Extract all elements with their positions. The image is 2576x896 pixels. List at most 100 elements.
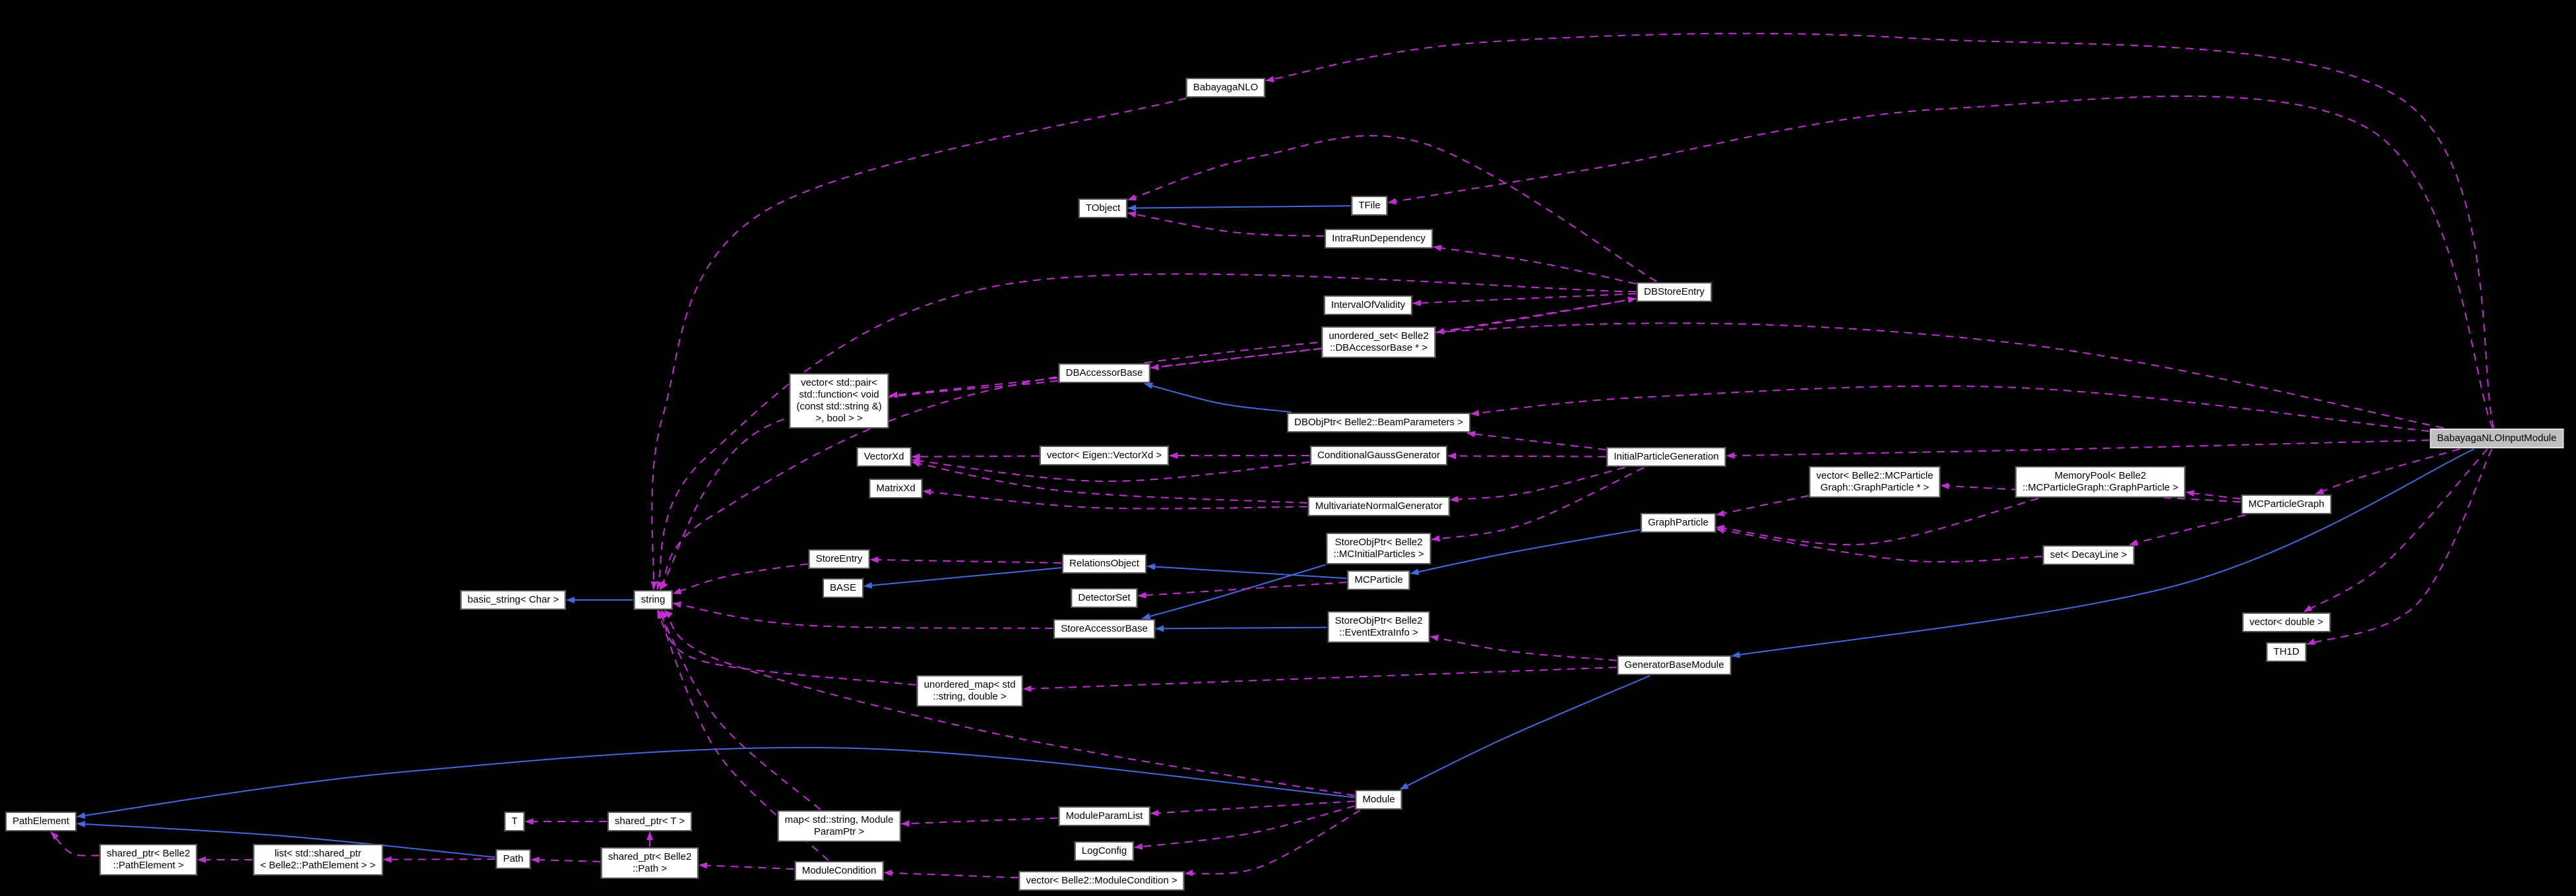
- edge-initialpgen-dbobjptr_beam: [1466, 431, 1606, 451]
- class-node-uset_dba[interactable]: unordered_set< Belle2::DBAccessorBase * …: [1321, 326, 1436, 358]
- edge-storeaccessorbase-string: [672, 601, 1053, 629]
- edge-module-logconfig: [1134, 805, 1355, 850]
- class-node-list_sptr_pe[interactable]: list< std::shared_ptr< Belle2::PathEleme…: [253, 844, 383, 876]
- class-node-label: ::MCInitialParticles >: [1333, 549, 1424, 560]
- class-node-modulecondition[interactable]: ModuleCondition: [794, 861, 884, 881]
- class-node-label: MemoryPool< Belle2: [2054, 470, 2147, 481]
- class-node-vec_eigen[interactable]: vector< Eigen::VectorXd >: [1039, 446, 1170, 465]
- class-node-label: ::PathElement >: [113, 860, 184, 871]
- class-node-mcpgraph[interactable]: MCParticleGraph: [2241, 494, 2332, 514]
- class-node-string[interactable]: string: [633, 590, 673, 610]
- class-node-intrarun[interactable]: IntraRunDependency: [1325, 229, 1433, 249]
- class-node-label: TFile: [1358, 200, 1381, 211]
- edge-mcparticle-detectorset: [1137, 582, 1347, 599]
- class-node-label: ConditionalGaussGenerator: [1317, 450, 1440, 461]
- class-node-vec_double[interactable]: vector< double >: [2242, 612, 2331, 632]
- edge-genbasemodule-module: [1399, 675, 1650, 790]
- class-node-matrixxd[interactable]: MatrixXd: [869, 479, 923, 498]
- class-node-vec_mc[interactable]: vector< Belle2::ModuleCondition >: [1019, 871, 1185, 891]
- edge-dbstoreentry-intrarun: [1433, 245, 1637, 285]
- class-node-label: (const std::string &): [796, 401, 882, 412]
- class-node-label: ModuleParamList: [1065, 810, 1143, 821]
- class-node-dbobjptr_beam[interactable]: DBObjPtr< Belle2::BeamParameters >: [1287, 413, 1470, 433]
- class-node-moduleparamlist[interactable]: ModuleParamList: [1058, 806, 1150, 826]
- class-node-dbaccessorbase[interactable]: DBAccessorBase: [1058, 363, 1150, 383]
- class-node-label: ::Path >: [632, 863, 668, 874]
- class-node-relationsobject[interactable]: RelationsObject: [1062, 554, 1147, 574]
- edge-module-moduleparamlist: [1150, 800, 1355, 817]
- edge-multinormal-matrixxd: [922, 489, 1307, 510]
- edge-condgauss-vectorxd: [911, 458, 1310, 483]
- class-node-storeobjptr_eei[interactable]: StoreObjPtr< Belle2::EventExtraInfo >: [1327, 611, 1430, 643]
- class-node-initialpgen[interactable]: InitialParticleGeneration: [1606, 447, 1726, 467]
- class-node-storeaccessorbase[interactable]: StoreAccessorBase: [1053, 619, 1155, 639]
- class-node-pathelement[interactable]: PathElement: [5, 812, 77, 831]
- class-node-label: MCParticle: [1354, 574, 1403, 585]
- edge-mcpgraph-vec_graphp: [1940, 483, 2241, 503]
- class-node-label: shared_ptr< T >: [614, 816, 685, 827]
- edge-mempool-graphparticle: [1716, 498, 2039, 546]
- edge-dbstoreentry-string: [656, 273, 1637, 590]
- edge-storeobjptr_eei-storeaccessorbase: [1155, 625, 1327, 632]
- class-node-label: StoreObjPtr< Belle2: [1335, 537, 1423, 548]
- edge-dbstoreentry-uset_dba: [1435, 297, 1637, 335]
- class-node-multinormal[interactable]: MultivariateNormalGenerator: [1307, 496, 1450, 516]
- class-node-detectorset[interactable]: DetectorSet: [1071, 588, 1138, 608]
- class-node-vec_pair_fn[interactable]: vector< std::pair<std::function< void(co…: [789, 373, 889, 429]
- edge-main-initialpgen: [1726, 439, 2430, 460]
- class-node-condgauss[interactable]: ConditionalGaussGenerator: [1310, 446, 1447, 465]
- class-node-label: ::DBAccessorBase * >: [1330, 342, 1428, 353]
- class-node-genbasemodule[interactable]: GeneratorBaseModule: [1617, 655, 1732, 675]
- class-node-label: TH1D: [2273, 646, 2300, 657]
- class-node-label: >, bool > >: [815, 413, 863, 424]
- class-node-tfile[interactable]: TFile: [1351, 196, 1388, 216]
- class-node-label: BASE: [829, 582, 857, 593]
- class-node-set_decay[interactable]: set< DecayLine >: [2042, 545, 2135, 565]
- class-node-t[interactable]: T: [504, 812, 525, 831]
- class-node-mcparticle[interactable]: MCParticle: [1347, 570, 1410, 590]
- class-node-label: IntervalOfValidity: [1331, 299, 1406, 311]
- edge-main-th1d: [2306, 448, 2493, 645]
- class-node-path[interactable]: Path: [495, 849, 531, 869]
- class-node-storeentry[interactable]: StoreEntry: [808, 549, 870, 569]
- class-node-sptr_path[interactable]: shared_ptr< Belle2::Path >: [600, 847, 699, 879]
- class-node-base[interactable]: BASE: [822, 578, 864, 598]
- class-node-basic_string[interactable]: basic_string< Char >: [460, 590, 567, 610]
- class-node-logconfig[interactable]: LogConfig: [1074, 841, 1135, 861]
- class-node-sptr_pe[interactable]: shared_ptr< Belle2::PathElement >: [99, 844, 198, 876]
- edge-tfile-tobject: [1127, 204, 1351, 212]
- class-node-umap_sd[interactable]: unordered_map< std::string, double >: [916, 675, 1023, 707]
- class-node-vectorxd[interactable]: VectorXd: [856, 447, 912, 467]
- class-node-th1d[interactable]: TH1D: [2266, 642, 2307, 662]
- class-node-mempool[interactable]: MemoryPool< Belle2::MCParticleGraph::Gra…: [2015, 466, 2186, 498]
- class-node-label: DetectorSet: [1078, 592, 1131, 603]
- class-node-label: Path: [503, 853, 524, 864]
- class-node-label: Module: [1362, 794, 1395, 805]
- class-node-graphparticle[interactable]: GraphParticle: [1641, 513, 1716, 533]
- class-node-storeobjptr_mcinit[interactable]: StoreObjPtr< Belle2::MCInitialParticles …: [1326, 533, 1431, 564]
- class-node-label: PathElement: [13, 816, 69, 827]
- edge-dbaccessorbase-vec_pair_fn: [889, 377, 1058, 398]
- edge-main-tfile: [1387, 95, 2494, 429]
- edge-main-babayaganlo: [1265, 32, 2495, 429]
- class-node-main[interactable]: BabayagaNLOInputModule: [2430, 429, 2564, 448]
- class-node-label: string: [641, 594, 666, 605]
- class-node-babayaganlo[interactable]: BabayagaNLO: [1185, 78, 1266, 98]
- class-node-label: RelationsObject: [1069, 558, 1139, 569]
- class-node-label: set< DecayLine >: [2050, 549, 2127, 560]
- class-node-iov[interactable]: IntervalOfValidity: [1323, 295, 1413, 315]
- class-node-tobject[interactable]: TObject: [1078, 198, 1128, 218]
- class-node-sptr_t[interactable]: shared_ptr< T >: [607, 812, 693, 831]
- class-node-label: IntraRunDependency: [1332, 233, 1426, 244]
- class-node-label: vector< double >: [2249, 616, 2323, 628]
- edge-dbstoreentry-iov: [1412, 293, 1637, 307]
- class-node-label: DBObjPtr< Belle2::BeamParameters >: [1294, 417, 1463, 428]
- class-node-label: StoreEntry: [815, 553, 863, 564]
- class-node-module[interactable]: Module: [1355, 790, 1402, 810]
- class-node-label: DBStoreEntry: [1644, 286, 1705, 297]
- class-node-dbstoreentry[interactable]: DBStoreEntry: [1637, 282, 1712, 302]
- class-node-label: T: [511, 816, 518, 827]
